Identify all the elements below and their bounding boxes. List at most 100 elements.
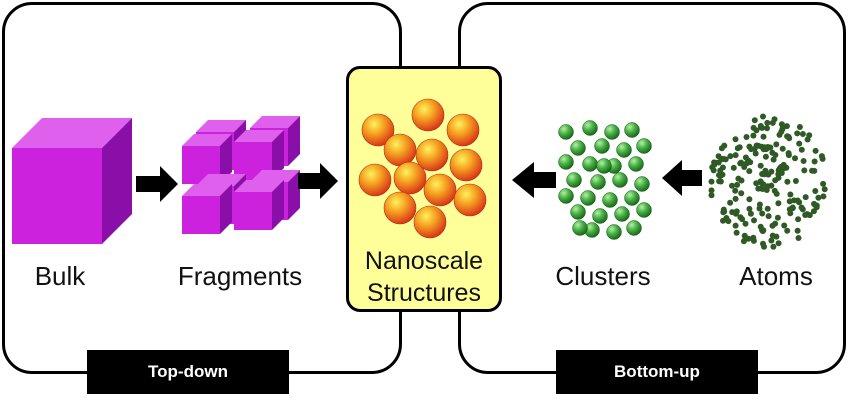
cluster-sphere (604, 124, 620, 140)
cluster-sphere (570, 204, 586, 220)
atom-dot (772, 220, 779, 227)
cluster-sphere (558, 188, 574, 204)
atom-dot (760, 133, 767, 140)
atom-dot (720, 217, 726, 224)
atom-dot (812, 188, 819, 194)
atom-dot (784, 178, 791, 185)
atom-dot (750, 124, 757, 131)
cluster-sphere (628, 156, 644, 172)
cluster-sphere (558, 124, 574, 140)
atom-dot (733, 229, 740, 236)
atom-dot (801, 167, 808, 174)
atom-dot (747, 210, 754, 217)
atom-dot (809, 167, 816, 174)
structures-label: Structures (367, 279, 481, 307)
clusters-icon (558, 120, 652, 240)
cluster-sphere (634, 176, 650, 192)
cluster-sphere (606, 224, 622, 240)
atom-dot (751, 217, 757, 224)
atoms-label: Atoms (739, 261, 813, 291)
atom-dot (729, 209, 736, 216)
atom-dot (812, 147, 819, 154)
atom-dot (742, 154, 749, 161)
atom-dot (761, 243, 767, 250)
nanoparticle (411, 98, 445, 132)
atom-dot (796, 124, 803, 130)
atom-dot (757, 162, 764, 169)
atom-dot (821, 186, 828, 193)
atom-dot (764, 205, 771, 212)
atom-dot (746, 205, 753, 212)
nanoparticle (383, 191, 417, 225)
atom-dot (720, 206, 727, 213)
cluster-sphere (572, 220, 588, 236)
atom-dot (727, 199, 734, 206)
atom-dot (798, 204, 805, 211)
nanoparticle (413, 205, 447, 239)
cluster-sphere (636, 202, 652, 218)
atom-dot (735, 175, 742, 182)
atom-dot (758, 185, 765, 192)
atom-dot (800, 158, 807, 164)
nanoparticle (393, 161, 427, 195)
atom-dot (750, 234, 757, 241)
atom-dot (738, 190, 745, 197)
atom-dot (786, 135, 793, 142)
atom-dot (721, 142, 728, 149)
nanoparticle (383, 133, 417, 167)
atom-dot (709, 164, 716, 171)
cluster-sphere (602, 192, 618, 208)
bulk-label: Bulk (34, 261, 86, 291)
nanoparticle (358, 163, 392, 197)
cluster-sphere (636, 138, 652, 154)
atom-dot (760, 113, 766, 120)
atom-dot (811, 200, 817, 207)
atom-dot (732, 136, 739, 143)
atom-dot (795, 216, 802, 223)
atom-dot (815, 194, 822, 201)
atom-dot (753, 180, 760, 187)
atom-dot (772, 152, 779, 158)
nanoparticles-icon (358, 98, 487, 239)
atom-dot (734, 145, 741, 152)
atom-dot (794, 227, 801, 234)
atom-dot (752, 150, 759, 157)
atom-dot (746, 196, 753, 203)
nanoparticle (415, 138, 449, 172)
atom-dot (748, 146, 755, 153)
atom-dot (762, 153, 769, 160)
atom-dot (778, 170, 785, 176)
atom-dot (770, 243, 777, 250)
nanoparticle (449, 148, 483, 182)
cluster-sphere (594, 138, 610, 154)
atom-dot (760, 227, 767, 234)
atom-dot (775, 200, 782, 207)
nanoscale-label: Nanoscale (364, 247, 484, 275)
atom-dot (732, 152, 739, 159)
atom-dot (802, 194, 809, 201)
atom-dot (811, 158, 818, 165)
cluster-sphere (558, 154, 574, 170)
cluster-sphere (592, 208, 608, 224)
arrow-left-icon (662, 160, 702, 196)
atom-dot (794, 130, 801, 137)
nanoparticle (446, 113, 480, 147)
atom-dot (787, 191, 794, 198)
atom-dot (756, 205, 763, 212)
atom-dot (742, 220, 749, 227)
atom-dot (732, 222, 739, 229)
atom-dot (773, 233, 780, 240)
fragment-cubes-icon (182, 116, 300, 234)
atom-dot (769, 119, 776, 126)
fragment-cube (234, 180, 284, 230)
atom-dot (799, 131, 806, 137)
cluster-sphere (612, 172, 628, 188)
atom-dot (792, 178, 799, 184)
atom-dot (711, 159, 718, 166)
atom-dot (733, 208, 740, 215)
atom-dot (725, 218, 732, 225)
top-down-banner: Top-down (87, 350, 289, 394)
cluster-sphere (570, 140, 586, 156)
atom-dot (737, 214, 744, 221)
